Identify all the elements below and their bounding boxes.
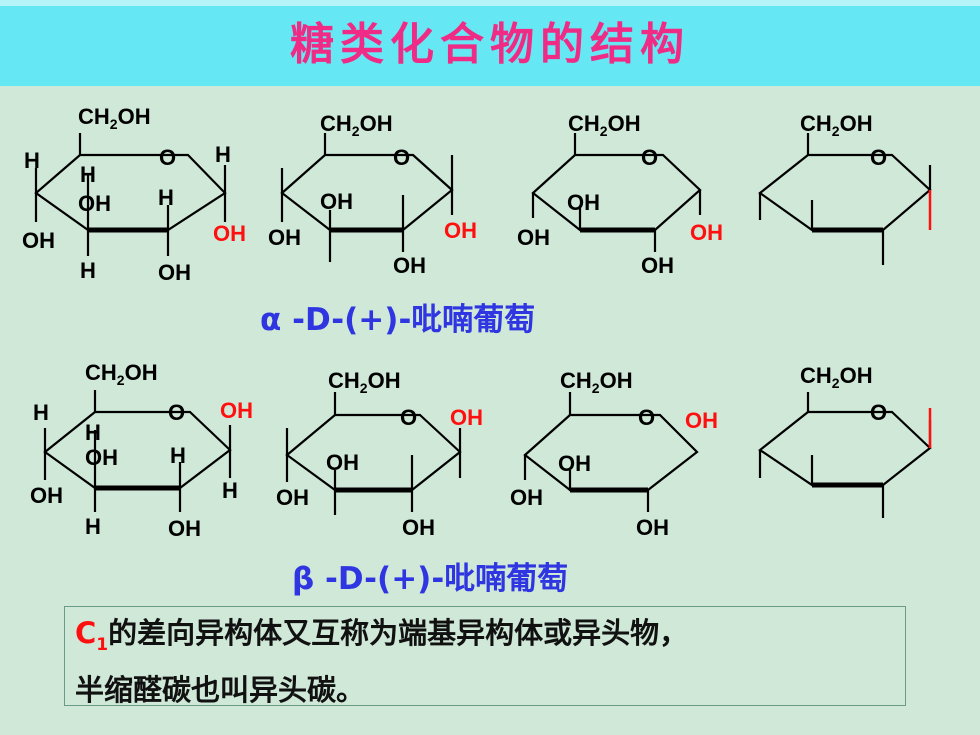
svg-text:OH: OH xyxy=(268,225,301,250)
svg-text:H: H xyxy=(215,142,231,167)
ch2oh-label: CH2OH xyxy=(560,368,633,396)
alpha-caption: α -D-(+)-吡喃葡萄 xyxy=(260,302,536,338)
svg-text:H: H xyxy=(158,185,174,210)
svg-text:OH: OH xyxy=(326,450,359,475)
svg-text:OH: OH xyxy=(276,485,309,510)
svg-text:OH: OH xyxy=(510,485,543,510)
svg-text:OH: OH xyxy=(402,515,435,540)
anomeric-oh: OH xyxy=(213,221,246,246)
svg-text:OH: OH xyxy=(85,445,118,470)
ch2oh-label: CH2OH xyxy=(328,368,401,396)
svg-text:OH: OH xyxy=(685,408,718,433)
svg-text:H: H xyxy=(170,443,186,468)
svg-text:H: H xyxy=(80,258,96,283)
svg-text:OH: OH xyxy=(444,218,477,243)
svg-text:O: O xyxy=(638,405,655,430)
svg-text:H: H xyxy=(222,478,238,503)
svg-text:OH: OH xyxy=(168,516,201,541)
svg-text:OH: OH xyxy=(78,191,111,216)
title-bar xyxy=(0,0,980,86)
svg-text:H: H xyxy=(85,420,101,445)
ring-oxygen: O xyxy=(159,145,176,170)
note-line-1: C1的差向异构体又互称为端基异构体或异头物， xyxy=(75,616,689,655)
svg-text:OH: OH xyxy=(636,515,669,540)
svg-text:OH: OH xyxy=(567,190,600,215)
svg-text:O: O xyxy=(870,400,887,425)
svg-text:OH: OH xyxy=(220,398,253,423)
ch2oh-label: CH2OH xyxy=(85,360,158,388)
ch2oh-label: CH2OH xyxy=(800,111,873,139)
svg-text:OH: OH xyxy=(30,483,63,508)
svg-text:O: O xyxy=(168,400,185,425)
ch2oh-label: CH2OH xyxy=(78,104,151,132)
svg-text:O: O xyxy=(870,145,887,170)
svg-text:OH: OH xyxy=(158,260,191,285)
ch2oh-label: CH2OH xyxy=(320,111,393,139)
svg-text:OH: OH xyxy=(320,189,353,214)
svg-text:OH: OH xyxy=(393,253,426,278)
svg-text:O: O xyxy=(393,145,410,170)
c1-label: C1 xyxy=(75,616,109,655)
svg-text:OH: OH xyxy=(517,225,550,250)
svg-text:OH: OH xyxy=(641,253,674,278)
svg-text:H: H xyxy=(80,162,96,187)
svg-text:OH: OH xyxy=(450,405,483,430)
ch2oh-label: CH2OH xyxy=(568,111,641,139)
svg-text:H: H xyxy=(33,400,49,425)
note-box: C1的差向异构体又互称为端基异构体或异头物， 半缩醛碳也叫异头碳。 xyxy=(64,606,906,707)
svg-text:OH: OH xyxy=(690,220,723,245)
svg-text:H: H xyxy=(85,514,101,539)
svg-text:O: O xyxy=(641,145,658,170)
note-line-2: 半缩醛碳也叫异头碳。 xyxy=(75,672,366,707)
ch2oh-label: CH2OH xyxy=(800,363,873,391)
svg-text:H: H xyxy=(24,148,40,173)
svg-text:OH: OH xyxy=(22,228,55,253)
svg-text:O: O xyxy=(400,405,417,430)
beta-caption: β -D-(+)-吡喃葡萄 xyxy=(292,561,569,597)
svg-text:OH: OH xyxy=(558,451,591,476)
slide-title: 糖类化合物的结构 xyxy=(290,19,690,70)
